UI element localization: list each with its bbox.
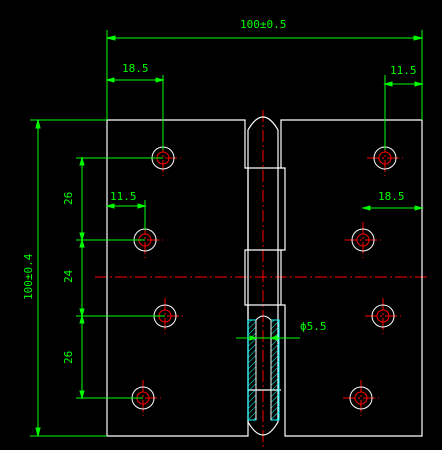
left-leaf bbox=[106, 119, 249, 437]
screw-holes bbox=[131, 146, 397, 410]
centerlines bbox=[95, 110, 428, 448]
pin-diameter-label: ϕ5.5 bbox=[300, 320, 327, 333]
right-edge-offset-label: 11.5 bbox=[390, 64, 417, 77]
dimension-lines bbox=[30, 30, 424, 437]
pin-barrel bbox=[247, 116, 279, 436]
lower-spacing-label: 26 bbox=[62, 351, 75, 364]
hole bbox=[349, 386, 373, 410]
upper-spacing-label: 26 bbox=[62, 192, 75, 205]
total-height-label: 100±0.4 bbox=[22, 253, 35, 300]
right-leaf bbox=[280, 119, 423, 437]
hole bbox=[351, 228, 375, 252]
left-hole-offset-label: 18.5 bbox=[122, 62, 149, 75]
left-inner-offset-label: 11.5 bbox=[110, 190, 137, 203]
middle-spacing-label: 24 bbox=[62, 269, 75, 283]
hole bbox=[371, 304, 395, 328]
total-width-label: 100±0.5 bbox=[240, 18, 286, 31]
pin-section bbox=[247, 315, 280, 421]
right-inner-offset-label: 18.5 bbox=[378, 190, 405, 203]
hinge-outline bbox=[106, 116, 423, 437]
